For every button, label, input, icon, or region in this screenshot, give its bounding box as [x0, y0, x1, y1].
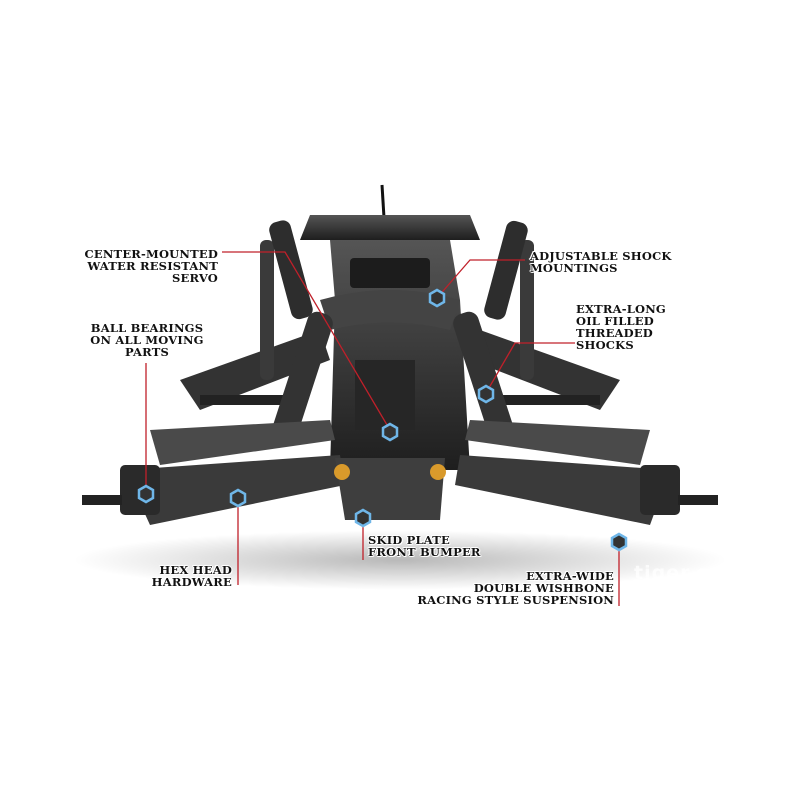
bushing [430, 464, 446, 480]
hex-marker [381, 422, 399, 442]
rear-arm-right [470, 330, 620, 410]
front-shock [273, 311, 333, 439]
rear-arm-left [180, 330, 330, 410]
skid-plate [335, 458, 445, 520]
callout-shock-mountings: ADJUSTABLE SHOCK MOUNTINGS [530, 249, 672, 275]
servo [350, 258, 430, 288]
callout-skid-plate: SKID PLATE FRONT BUMPER [368, 533, 481, 559]
leader-lines [145, 251, 620, 606]
front-upper-arm-right [465, 420, 650, 465]
hex-marker [354, 508, 372, 528]
front-shock [453, 311, 513, 439]
hub-right [640, 465, 680, 515]
front-upper-arm-left [150, 420, 335, 465]
rear-shock [520, 240, 534, 380]
bushing [334, 464, 350, 480]
hex-marker [137, 484, 155, 504]
hex-marker [477, 384, 495, 404]
rear-wing-mount [300, 215, 480, 240]
watermark: tiger.com [634, 562, 744, 584]
rear-shock [260, 240, 274, 380]
callout-hex-hardware: HEX HEAD HARDWARE [151, 563, 232, 589]
callout-servo: CENTER-MOUNTED WATER RESISTANT SERVO [84, 247, 218, 285]
hex-marker [229, 488, 247, 508]
hex-marker [428, 288, 446, 308]
hex-marker [610, 532, 628, 552]
front-lower-arm-left [125, 455, 345, 525]
callout-ball-bearings: BALL BEARINGS ON ALL MOVING PARTS [90, 321, 204, 359]
front-lower-arm-right [455, 455, 670, 525]
callout-suspension: EXTRA-WIDE DOUBLE WISHBONE RACING STYLE … [417, 569, 614, 607]
callout-shocks: EXTRA-LONG OIL FILLED THREADED SHOCKS [576, 302, 666, 352]
shock-tower [320, 290, 460, 330]
